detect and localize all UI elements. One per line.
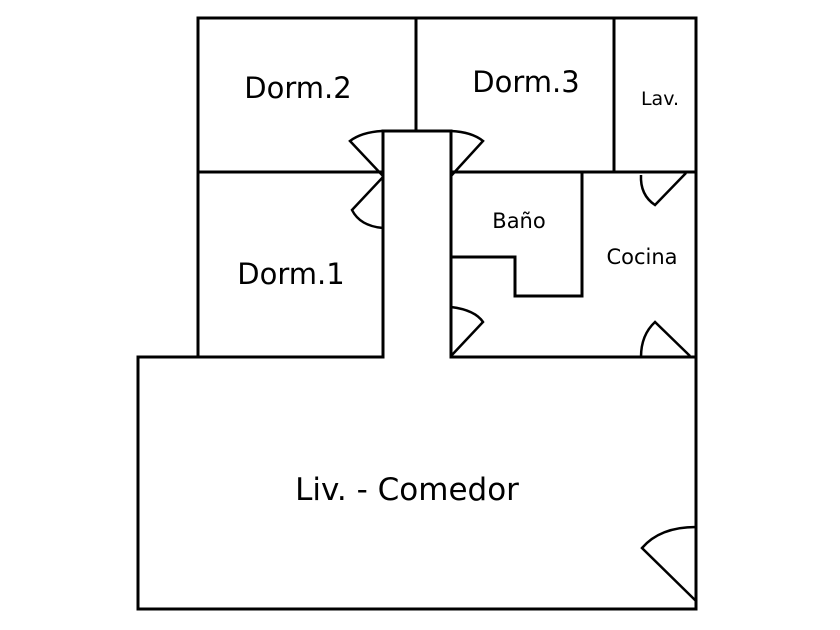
room-label-lav: Lav. [641,88,679,110]
door-entrance [640,525,697,602]
door-dorm1 [350,176,384,230]
walls [136,16,698,611]
door-bano [450,305,485,357]
doors [348,129,697,602]
door-cocina-bottom [639,320,691,358]
room-label-dorm3: Dorm.3 [472,65,579,99]
room-label-dorm1: Dorm.1 [237,257,344,291]
room-label-dorm2: Dorm.2 [244,71,351,105]
room-label-cocina: Cocina [606,245,677,269]
door-dorm2 [348,129,384,177]
door-cocina-top [639,172,687,207]
room-label-living: Liv. - Comedor [295,472,519,508]
door-dorm3 [450,129,485,177]
room-label-bano: Baño [492,209,545,233]
